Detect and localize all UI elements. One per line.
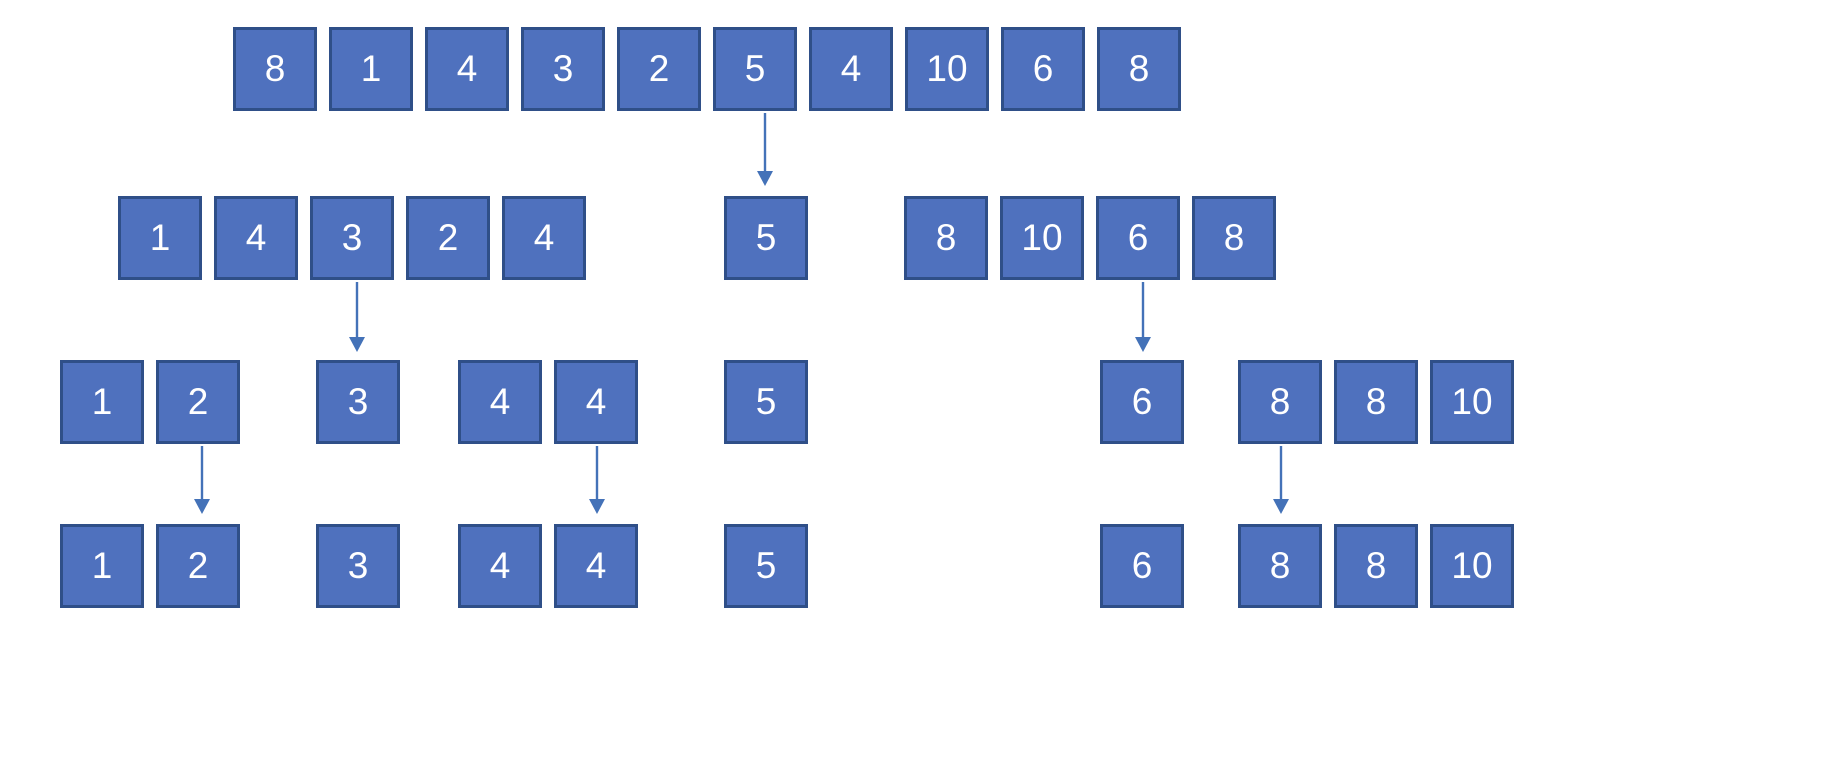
- array-cell[interactable]: 10: [1000, 196, 1084, 280]
- array-cell[interactable]: 1: [118, 196, 202, 280]
- cell-group: 6: [1100, 524, 1184, 608]
- array-cell[interactable]: 8: [1238, 360, 1322, 444]
- array-cell[interactable]: 8: [904, 196, 988, 280]
- array-cell[interactable]: 6: [1096, 196, 1180, 280]
- array-cell[interactable]: 4: [458, 524, 542, 608]
- array-cell[interactable]: 5: [724, 196, 808, 280]
- array-cell[interactable]: 3: [310, 196, 394, 280]
- array-cell[interactable]: 6: [1100, 524, 1184, 608]
- array-cell[interactable]: 6: [1100, 360, 1184, 444]
- down-arrow-icon: [349, 282, 365, 352]
- array-cell[interactable]: 8: [1334, 360, 1418, 444]
- down-arrow-icon: [589, 446, 605, 514]
- array-cell[interactable]: 2: [406, 196, 490, 280]
- array-cell[interactable]: 10: [905, 27, 989, 111]
- array-cell[interactable]: 4: [554, 524, 638, 608]
- array-cell[interactable]: 5: [713, 27, 797, 111]
- array-cell[interactable]: 4: [425, 27, 509, 111]
- cell-group: 3: [316, 360, 400, 444]
- array-cell[interactable]: 4: [458, 360, 542, 444]
- array-cell[interactable]: 2: [156, 524, 240, 608]
- array-cell[interactable]: 1: [60, 524, 144, 608]
- array-cell[interactable]: 8: [1238, 524, 1322, 608]
- cell-group: 5: [724, 196, 808, 280]
- array-cell[interactable]: 3: [316, 360, 400, 444]
- array-cell[interactable]: 5: [724, 360, 808, 444]
- array-cell[interactable]: 3: [316, 524, 400, 608]
- array-cell[interactable]: 8: [233, 27, 317, 111]
- array-cell[interactable]: 3: [521, 27, 605, 111]
- array-cell[interactable]: 8: [1334, 524, 1418, 608]
- array-cell[interactable]: 1: [329, 27, 413, 111]
- array-cell[interactable]: 2: [617, 27, 701, 111]
- down-arrow-icon: [194, 446, 210, 514]
- array-cell[interactable]: 5: [724, 524, 808, 608]
- array-cell[interactable]: 2: [156, 360, 240, 444]
- array-cell[interactable]: 8: [1097, 27, 1181, 111]
- down-arrow-icon: [757, 113, 773, 186]
- array-cell[interactable]: 8: [1192, 196, 1276, 280]
- array-cell[interactable]: 1: [60, 360, 144, 444]
- array-cell[interactable]: 4: [554, 360, 638, 444]
- down-arrow-icon: [1273, 446, 1289, 514]
- cell-group: 5: [724, 524, 808, 608]
- array-cell[interactable]: 6: [1001, 27, 1085, 111]
- array-cell[interactable]: 4: [502, 196, 586, 280]
- cell-group: 6: [1100, 360, 1184, 444]
- array-cell[interactable]: 10: [1430, 360, 1514, 444]
- array-cell[interactable]: 4: [809, 27, 893, 111]
- cell-group: 5: [724, 360, 808, 444]
- array-cell[interactable]: 10: [1430, 524, 1514, 608]
- down-arrow-icon: [1135, 282, 1151, 352]
- array-cell[interactable]: 4: [214, 196, 298, 280]
- cell-group: 3: [316, 524, 400, 608]
